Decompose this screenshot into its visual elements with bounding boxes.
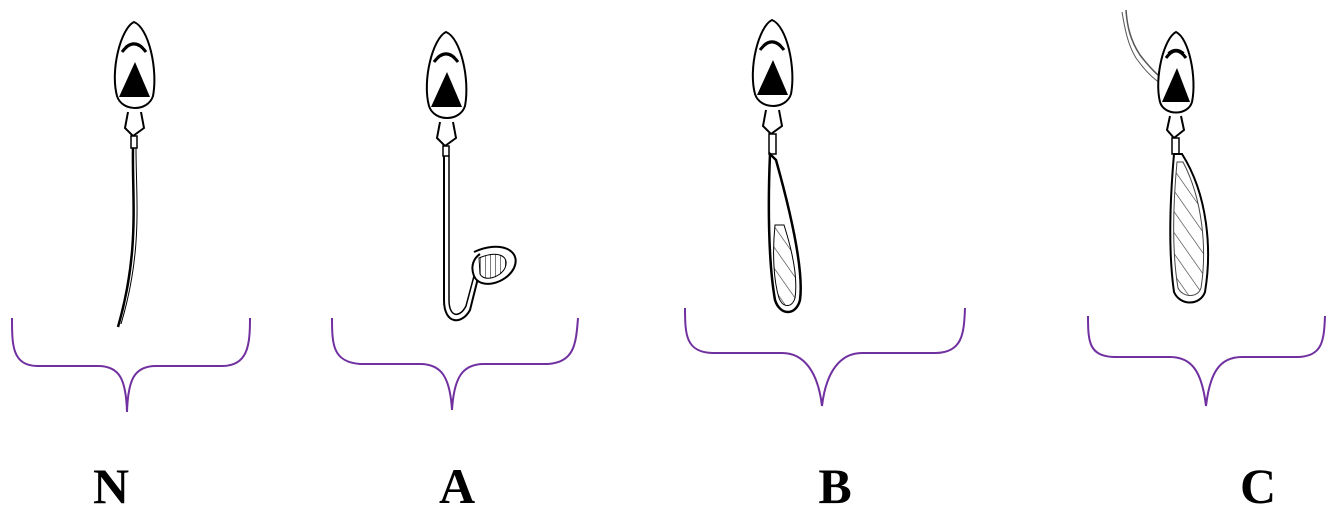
label-n: N	[81, 456, 141, 516]
sperm-tail	[118, 148, 137, 327]
sperm-head	[115, 22, 155, 108]
sperm-midpiece	[437, 122, 456, 156]
sperm-midpiece	[1167, 116, 1184, 154]
bracket-a	[332, 318, 578, 410]
sperm-abnormal-c	[1122, 10, 1208, 303]
bracket-c	[1088, 316, 1325, 406]
sperm-midpiece	[763, 110, 782, 154]
sperm-head	[753, 20, 793, 106]
sperm-tail	[769, 154, 801, 312]
label-b: B	[805, 456, 865, 516]
label-c: C	[1228, 456, 1288, 516]
sperm-head	[1158, 32, 1193, 113]
sperm-tail	[1170, 154, 1208, 303]
bracket-n	[12, 318, 250, 412]
bracket-b	[685, 308, 965, 406]
sperm-head	[427, 32, 467, 118]
sperm-abnormal-b	[753, 20, 801, 312]
sperm-normal	[115, 22, 155, 327]
sperm-abnormal-a	[427, 32, 516, 320]
sperm-tail	[444, 156, 516, 320]
sperm-midpiece	[125, 112, 144, 148]
label-a: A	[427, 456, 487, 516]
